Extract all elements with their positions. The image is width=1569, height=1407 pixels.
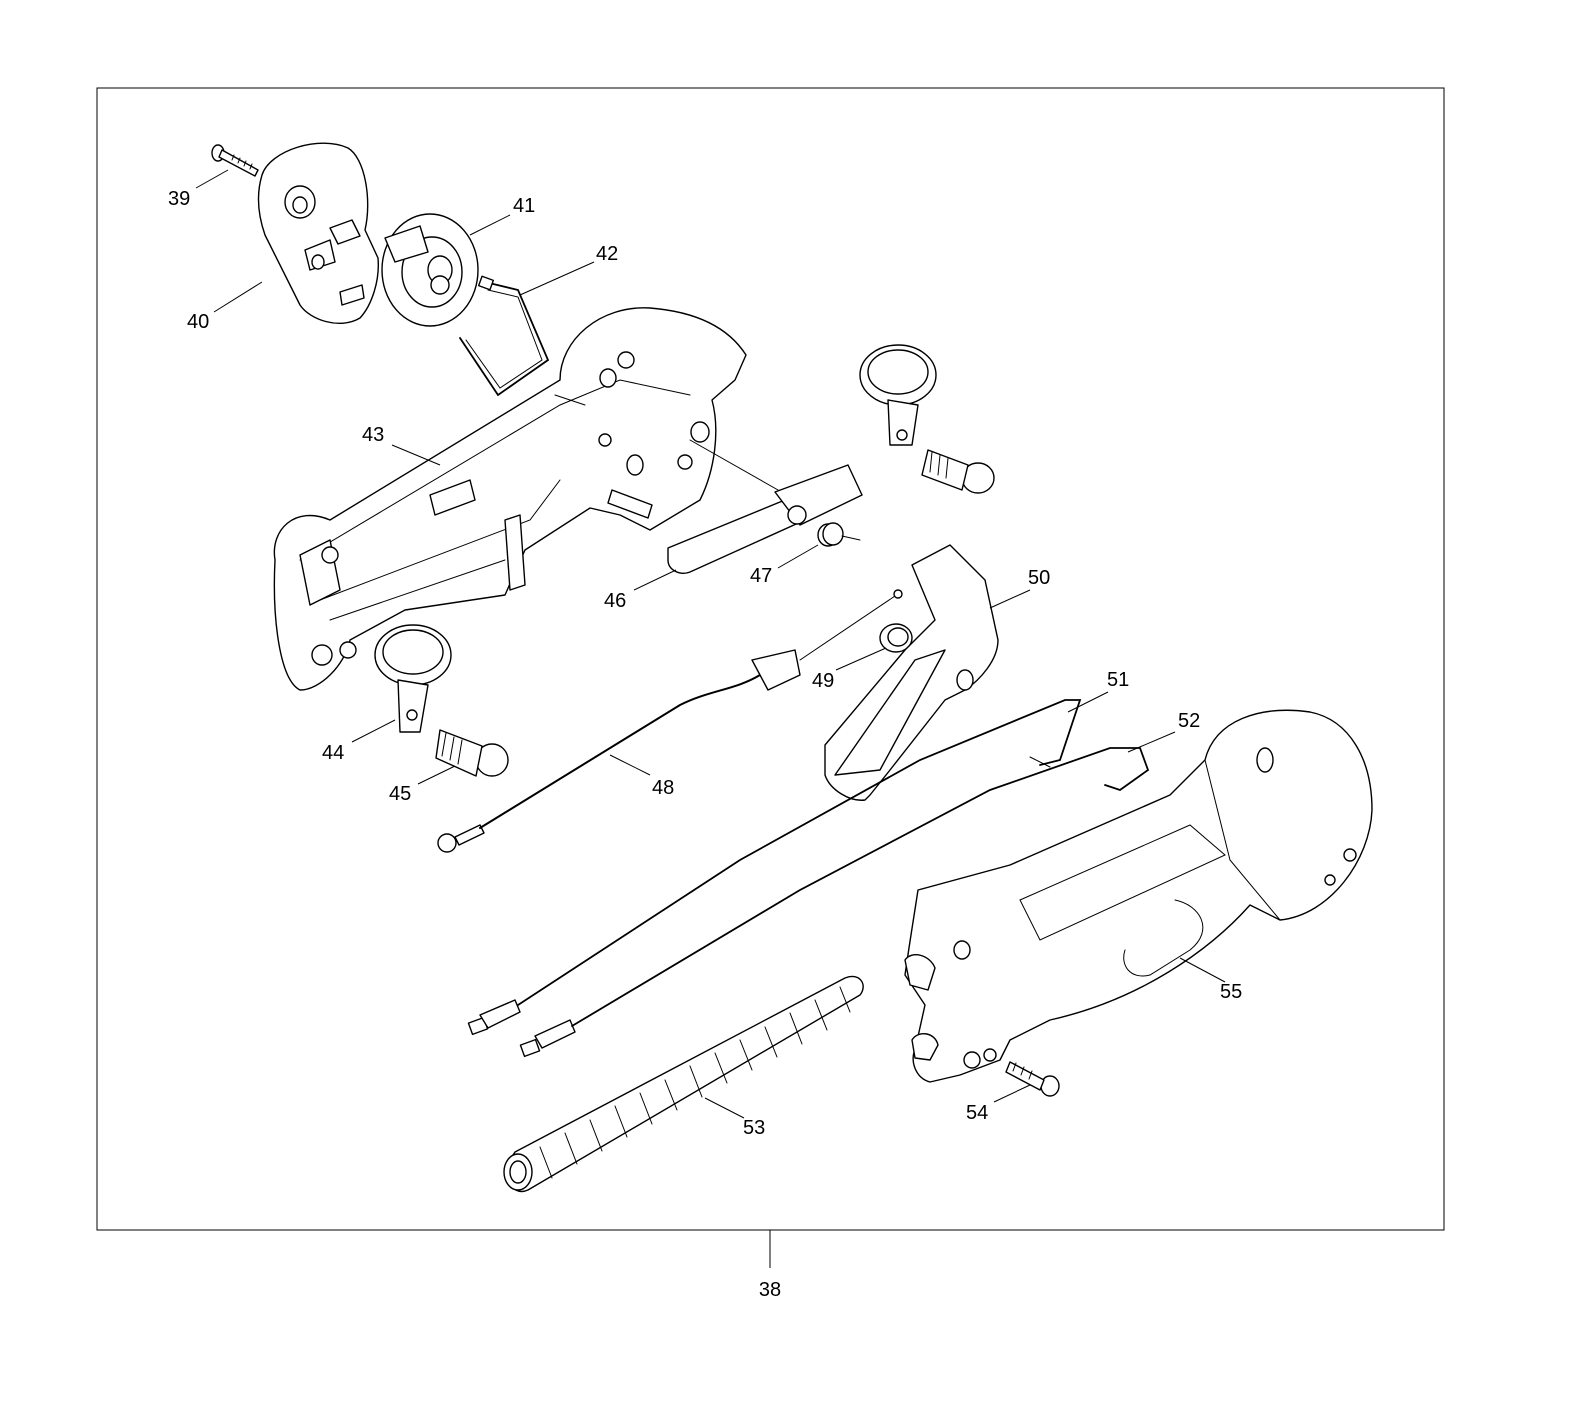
- part-44-clamp: [374, 624, 452, 733]
- part-53-coil-spring: [503, 975, 864, 1193]
- callout-labels: 39 40 41 42 43 44 45 46 47 48 49 50 51 5…: [168, 188, 1242, 1139]
- callout-44: 44: [322, 742, 344, 764]
- callout-39: 39: [168, 188, 190, 210]
- callout-leaders: [195, 169, 1226, 1119]
- part-54-screw: [1005, 1061, 1060, 1097]
- part-39-screw: [211, 144, 259, 177]
- part-40-cover: [257, 142, 380, 324]
- callout-50: 50: [1028, 567, 1050, 589]
- callout-45: 45: [389, 783, 411, 805]
- callout-40: 40: [187, 311, 209, 333]
- callout-43: 43: [362, 424, 384, 446]
- clamp-bolt-upper: [921, 449, 995, 494]
- callout-47: 47: [750, 565, 772, 587]
- part-41-switch: [381, 213, 479, 327]
- part-49-ring: [879, 623, 913, 653]
- part-48-cable: [437, 589, 903, 853]
- part-42-spring: [459, 275, 550, 397]
- callout-51: 51: [1107, 669, 1129, 691]
- callout-49: 49: [812, 670, 834, 692]
- callout-53: 53: [743, 1117, 765, 1139]
- callout-42: 42: [596, 243, 618, 265]
- assembly-label: 38: [759, 1279, 781, 1301]
- part-50-trigger: [824, 544, 999, 801]
- callout-52: 52: [1178, 710, 1200, 732]
- callout-46: 46: [604, 590, 626, 612]
- callout-48: 48: [652, 777, 674, 799]
- callout-55: 55: [1220, 981, 1242, 1003]
- clamp-band-upper: [859, 344, 937, 446]
- part-45-bolt: [435, 729, 509, 777]
- part-55-rear-handle: [904, 709, 1373, 1083]
- callout-54: 54: [966, 1102, 988, 1124]
- part-51-wire: [467, 699, 1082, 1036]
- part-46-lever: [667, 439, 863, 574]
- part-47-spring: [817, 522, 861, 547]
- callout-41: 41: [513, 195, 535, 217]
- part-52-wire: [519, 747, 1150, 1058]
- part-43-handle-half: [273, 307, 747, 691]
